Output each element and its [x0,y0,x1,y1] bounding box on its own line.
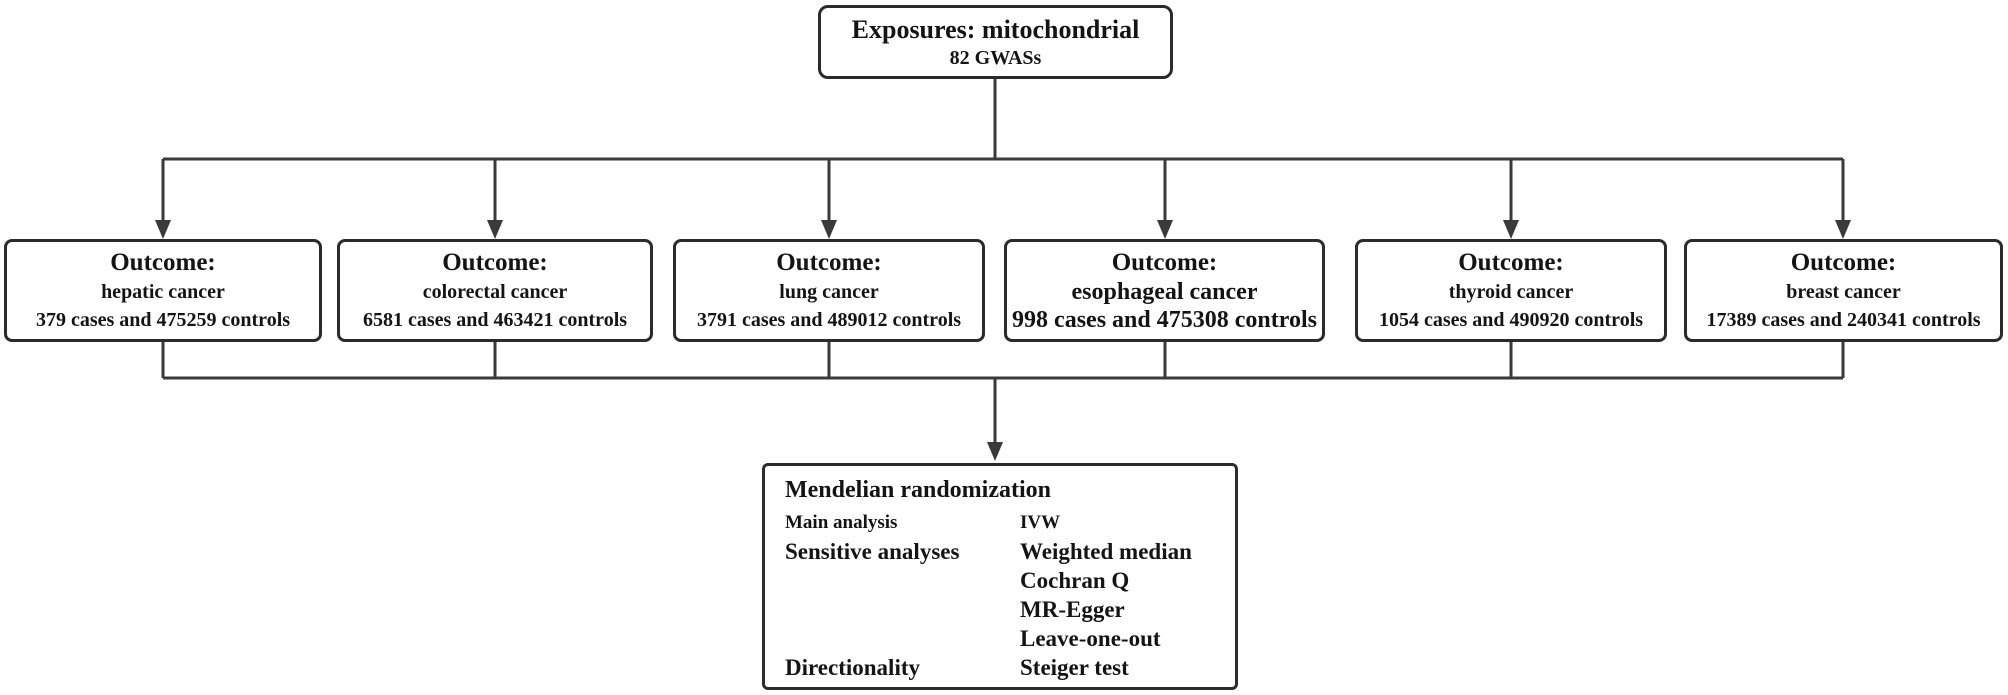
outcome-sample-size: 6581 cases and 463421 controls [362,308,628,331]
mr-row-value: MR-Egger [1020,597,1125,622]
exposure-box: Exposures: mitochondrial 82 GWASs [818,5,1173,79]
outcome-box-hepatic-cancer: Outcome: hepatic cancer 379 cases and 47… [4,239,322,342]
outcome-box-esophageal-cancer: Outcome: esophageal cancer 998 cases and… [1004,239,1325,342]
arrow-down-icon [1157,220,1173,239]
outcome-box-lung-cancer: Outcome: lung cancer 3791 cases and 4890… [673,239,985,342]
outcome-sample-size: 1054 cases and 490920 controls [1378,308,1644,331]
outcome-heading: Outcome: [110,248,216,276]
mr-row-label [785,566,1020,595]
outcome-cancer-type: breast cancer [1786,280,1901,303]
connector-line-group [161,78,1845,444]
outcome-sample-size: 998 cases and 475308 controls [1012,306,1317,333]
arrowhead-group [155,220,1851,461]
outcome-heading: Outcome: [1458,248,1564,276]
mr-row-value: Cochran Q [1020,568,1130,593]
arrow-down-icon [821,220,837,239]
mr-row-value: Steiger test [1020,655,1129,680]
mr-row-sensitive-analyses: Sensitive analyses Weighted median [785,537,1219,566]
outcome-sample-size: 17389 cases and 240341 controls [1706,308,1981,331]
mr-row-value: Leave-one-out [1020,626,1161,651]
mr-row-main-analysis: Main analysis IVW [785,508,1219,537]
mr-row-label: Directionality [785,655,920,680]
mr-title: Mendelian randomization [785,477,1052,503]
arrow-down-icon [1503,220,1519,239]
outcome-cancer-type: hepatic cancer [101,280,225,303]
mr-row-directionality: Directionality Steiger test [785,653,1219,682]
outcome-heading: Outcome: [1790,248,1897,276]
arrow-down-icon [1835,220,1851,239]
outcome-box-colorectal-cancer: Outcome: colorectal cancer 6581 cases an… [337,239,653,342]
mr-row-mr-egger: MR-Egger [785,595,1219,624]
outcome-heading: Outcome: [442,248,548,276]
mr-row-leave-one-out: Leave-one-out [785,624,1219,653]
outcome-cancer-type: colorectal cancer [422,280,568,303]
mr-row-label: Main analysis [785,512,898,533]
mr-row-cochran-q: Cochran Q [785,566,1219,595]
mr-row-label [785,624,1020,653]
outcome-sample-size: 379 cases and 475259 controls [35,308,291,331]
arrow-down-icon [987,442,1003,461]
mr-row-value: IVW [1020,512,1061,533]
arrow-down-icon [487,220,503,239]
outcome-heading: Outcome: [776,248,882,276]
mr-row-label [785,595,1020,624]
outcome-heading: Outcome: [1111,248,1218,276]
exposure-subtitle: 82 GWASs [949,47,1042,69]
mendelian-randomization-box: Mendelian randomization Main analysis IV… [762,463,1238,690]
outcome-sample-size: 3791 cases and 489012 controls [696,308,962,331]
mr-row-value: Weighted median [1020,539,1192,564]
outcome-cancer-type: lung cancer [779,280,879,303]
mr-row-label: Sensitive analyses [785,539,960,564]
outcome-cancer-type: esophageal cancer [1071,278,1258,305]
exposure-title: Exposures: mitochondrial [851,15,1140,44]
outcome-box-thyroid-cancer: Outcome: thyroid cancer 1054 cases and 4… [1355,239,1667,342]
outcome-cancer-type: thyroid cancer [1448,280,1574,303]
outcome-box-breast-cancer: Outcome: breast cancer 17389 cases and 2… [1684,239,2003,342]
arrow-down-icon [155,220,171,239]
